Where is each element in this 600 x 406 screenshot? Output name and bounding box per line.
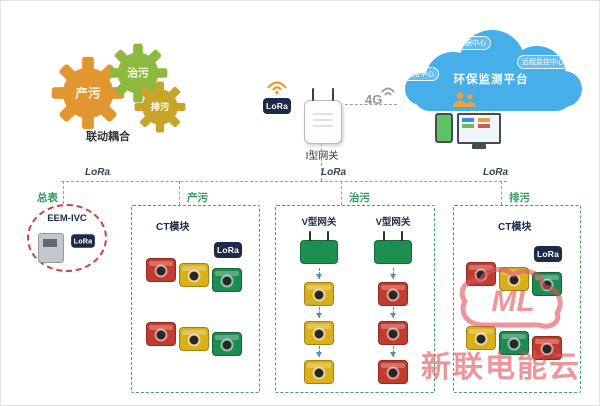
ct-module-label-paiwu: CT模块 — [498, 222, 532, 233]
lora-bus-label-left: LoRa — [85, 167, 110, 178]
ct-module-red — [466, 262, 496, 286]
lora-bus-line — [61, 181, 507, 182]
wifi-icon — [267, 81, 287, 95]
ct-module-yellow — [179, 263, 209, 287]
ct-module-row — [146, 258, 246, 294]
vgw-column-1: V型网关 — [288, 214, 350, 384]
section-label-zhiwu: 治污 — [349, 192, 370, 204]
gear-paiwu-icon: 排污 — [134, 81, 186, 133]
ct-module-red — [378, 282, 408, 306]
lora-badge-gateway: LoRa — [263, 98, 291, 114]
vgw-column-2: V型网关 — [362, 214, 424, 384]
vgw-label-2: V型网关 — [375, 217, 411, 228]
ct-module-yellow — [304, 321, 334, 345]
ct-module-green — [212, 332, 242, 356]
ct-module-label-chanwu: CT模块 — [156, 222, 190, 233]
connector-gateway-cloud — [345, 104, 397, 105]
gear-zhiwu-icon: 治污 — [108, 43, 168, 103]
section-label-paiwu: 排污 — [509, 192, 530, 204]
lora-badge-chanwu: LoRa — [214, 242, 242, 258]
ct-module-yellow — [466, 326, 496, 350]
lora-badge-paiwu: LoRa — [534, 246, 562, 262]
type1-gateway-device-icon — [304, 88, 342, 144]
ct-module-red — [146, 258, 176, 282]
ct-module-red — [378, 360, 408, 384]
lora-bus-label-center: LoRa — [321, 167, 346, 178]
gear-chanwu-label: 产污 — [75, 85, 101, 100]
group-box-zhiwu: V型网关 V型网关 — [275, 205, 435, 393]
type1-gateway-label: I型网关 — [305, 151, 339, 162]
gear-chanwu-icon: 产污 — [51, 56, 125, 130]
ct-module-column — [304, 267, 334, 384]
stub-zhiwu — [341, 181, 342, 205]
down-arrow — [390, 307, 396, 318]
ct-module-green — [532, 272, 562, 296]
group-box-chanwu: CT模块 LoRa — [131, 205, 260, 393]
ct-module-yellow — [179, 327, 209, 351]
gears-caption: 联动耦合 — [86, 131, 130, 143]
ct-module-green — [499, 331, 529, 355]
down-arrow — [316, 268, 322, 279]
v-gateway-device-icon — [374, 231, 412, 264]
users-icon — [453, 92, 476, 107]
ct-module-red — [378, 321, 408, 345]
down-arrow — [316, 307, 322, 318]
signal-4g-label: 4G — [365, 92, 382, 107]
ct-module-column — [378, 267, 408, 384]
cloud-badge-ops-center: 运维中心 — [401, 67, 439, 81]
meter-device-icon — [38, 233, 64, 263]
ct-module-row — [146, 322, 246, 358]
down-arrow — [316, 346, 322, 357]
ct-module-yellow — [304, 360, 334, 384]
cloud-badge-remote-center: 远程监控中心 — [517, 55, 569, 69]
monitor-icon — [457, 113, 501, 144]
ct-module-green — [212, 268, 242, 292]
v-gateway-device-icon — [300, 231, 338, 264]
down-arrow — [390, 346, 396, 357]
stub-chanwu — [179, 181, 180, 205]
cloud-badge-data-center: 数据中心 — [453, 36, 491, 50]
lora-bus-label-right: LoRa — [483, 167, 508, 178]
ct-module-row — [466, 326, 566, 362]
ct-module-yellow — [499, 267, 529, 291]
stub-paiwu — [501, 181, 502, 205]
meter-name: EEM-IVC — [47, 213, 87, 224]
connector-gateway-bus — [321, 143, 322, 181]
cloud-title: 环保监测平台 — [453, 74, 529, 86]
ct-module-row — [466, 262, 566, 298]
section-label-chanwu: 产污 — [187, 192, 208, 204]
gear-paiwu-label: 排污 — [151, 101, 170, 112]
ct-module-red — [532, 336, 562, 360]
main-meter-group: EEM-IVC LoRa — [27, 204, 107, 272]
stub-meter — [63, 181, 64, 204]
vgw-label-1: V型网关 — [301, 217, 337, 228]
cloud-platform: 环保监测平台 数据中心 运维中心 远程监控中心 — [391, 25, 593, 150]
ct-module-red — [146, 322, 176, 346]
signal-4g-icon: 4G — [365, 87, 395, 107]
lora-badge-meter: LoRa — [71, 234, 95, 248]
section-label-meter: 总表 — [37, 192, 58, 204]
ct-module-yellow — [304, 282, 334, 306]
phone-icon — [435, 113, 453, 143]
gear-zhiwu-label: 治污 — [127, 66, 149, 80]
group-box-paiwu: CT模块 LoRa — [453, 205, 581, 393]
down-arrow — [390, 268, 396, 279]
